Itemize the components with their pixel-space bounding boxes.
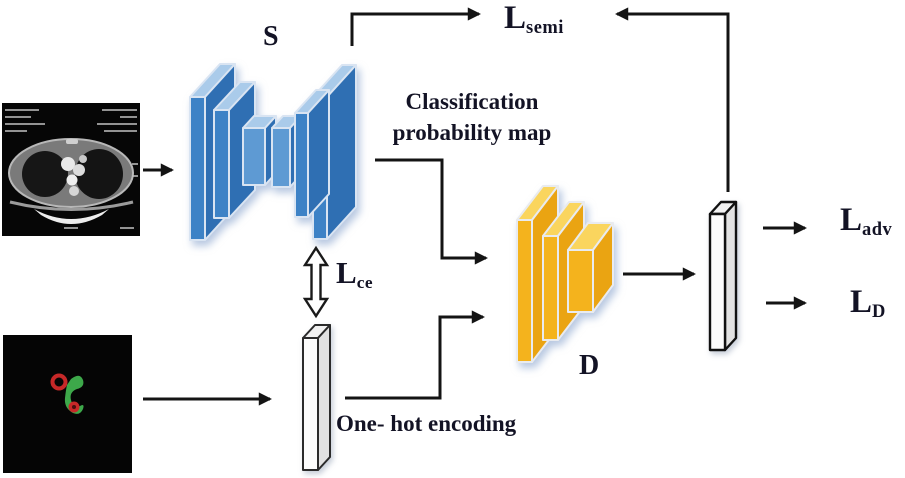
- arrow-output-to-lsemi: [615, 7, 730, 192]
- one-hot-encoding-caption: One- hot encoding: [336, 411, 517, 436]
- ct-scan-image: [2, 103, 140, 236]
- ct-table-crescent: [34, 209, 109, 224]
- loss-d-label: LD: [850, 286, 886, 321]
- loss-ce-main: L: [336, 255, 357, 290]
- arrow-segmenter-to-lsemi: [350, 7, 481, 46]
- arrows: [143, 7, 807, 406]
- loss-d-main: L: [850, 284, 873, 320]
- loss-semi-sub: semi: [526, 17, 564, 38]
- loss-ce-label: Lce: [336, 257, 373, 291]
- output-bar: [708, 200, 738, 352]
- loss-adv-sub: adv: [862, 219, 893, 240]
- ct-left-lung: [22, 151, 68, 197]
- gt-red-ring: [50, 373, 68, 391]
- caption-line-2: probability map: [392, 120, 552, 145]
- caption-line-1: Classification: [405, 89, 539, 114]
- arrow-onehot-to-discriminator: [345, 310, 485, 400]
- loss-d-sub: D: [872, 301, 886, 322]
- loss-adv-label: Ladv: [840, 204, 892, 239]
- segmenter-label: S: [263, 21, 279, 52]
- classification-probability-map-caption: Classification probability map: [372, 86, 572, 148]
- lce-double-arrow-icon: [302, 245, 330, 319]
- arrow-probmap-to-discriminator: [375, 158, 488, 265]
- discriminator-network: [516, 185, 614, 363]
- loss-ce-sub: ce: [356, 272, 374, 292]
- ct-couch-arc: [9, 200, 134, 211]
- loss-semi-main: L: [504, 0, 527, 36]
- discriminator-label: D: [579, 350, 600, 381]
- ct-right-lung: [75, 149, 123, 199]
- loss-semi-label: Lsemi: [504, 2, 564, 37]
- one-hot-bar: [302, 324, 331, 471]
- segmenter-network: [189, 63, 357, 241]
- ground-truth-mask-image: [3, 335, 132, 473]
- loss-adv-main: L: [840, 202, 863, 238]
- ct-overlay-text: [5, 109, 138, 229]
- ct-mediastinum: [61, 139, 87, 196]
